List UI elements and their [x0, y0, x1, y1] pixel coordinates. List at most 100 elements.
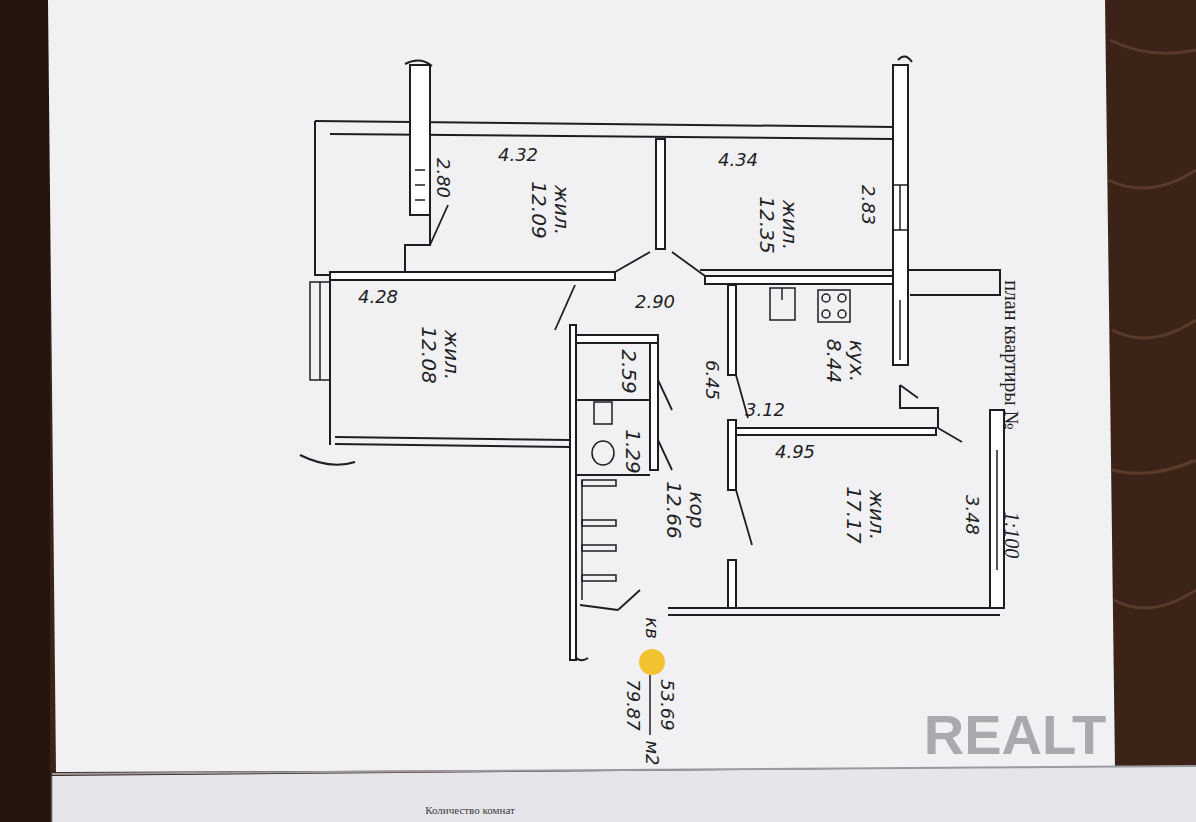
thick-wall [576, 335, 658, 343]
fixture [592, 441, 614, 465]
room-area-value: 12.09 [527, 181, 550, 238]
fixture [582, 575, 616, 581]
paper-sheet [48, 0, 1115, 772]
window-mark [899, 185, 901, 230]
window-mark [899, 300, 901, 360]
fixture [781, 288, 783, 300]
room-name: жил. [778, 200, 801, 250]
thick-wall [410, 65, 430, 215]
room-area-value: 1.29 [621, 429, 644, 474]
wall [300, 56, 1000, 660]
fraction-line [649, 675, 651, 735]
wall [300, 455, 355, 465]
wall [668, 614, 1000, 616]
dimension-label: 2.90 [635, 292, 675, 312]
fixture [582, 520, 616, 526]
dimension-label: 6.45 [702, 360, 722, 400]
wall [668, 607, 1000, 609]
door-leaf [900, 385, 918, 398]
room-area: кор12.66 [645, 470, 725, 550]
plan-title: план квартиры № [1001, 280, 1023, 430]
dimension-label: 3.48 [962, 495, 982, 535]
door-leaf [658, 380, 672, 410]
fixture [818, 290, 850, 322]
window-mark [996, 450, 998, 570]
desk-surface [1108, 40, 1196, 608]
room-name: кух. [845, 340, 868, 382]
thick-wall [705, 276, 900, 284]
door-leaf [658, 440, 672, 470]
wall [576, 399, 650, 401]
fixture [594, 402, 612, 424]
paper-sheet [48, 0, 1196, 822]
dimension-label: 3.12 [745, 400, 785, 420]
thick-wall [728, 560, 736, 608]
form-field-label: Количество комнат [425, 804, 515, 816]
thick-wall [736, 428, 936, 435]
fixture [582, 288, 850, 600]
door-leaf [736, 490, 752, 545]
desk-surface [0, 0, 50, 822]
dimension-label: 4.28 [358, 287, 398, 307]
window-mark [415, 199, 425, 201]
room-area-value: 12.35 [755, 196, 778, 253]
fixture [822, 294, 830, 302]
watermark: REALT [924, 704, 1107, 766]
room-text-group: 2.59 [617, 349, 640, 394]
fixture [770, 288, 795, 320]
room-area: кух.8.44 [800, 332, 890, 390]
dimension-label: 2.83 [858, 185, 878, 225]
room-text-group: жил.17.17 [842, 486, 888, 543]
fixture [838, 310, 846, 318]
door-leaf [555, 285, 575, 330]
fraction-line [649, 675, 651, 735]
door-leaf [430, 205, 962, 610]
scale-label: 1:100 [1001, 512, 1023, 559]
fixture [582, 545, 616, 551]
window-mark [415, 184, 425, 186]
wall [900, 385, 938, 428]
thick-wall [570, 325, 576, 660]
dimension-label: 4.32 [498, 145, 538, 165]
room-text-group: жил.12.08 [417, 326, 463, 383]
room-area-value: 17.17 [842, 486, 865, 543]
thick-wall [728, 420, 736, 490]
wall [315, 121, 330, 275]
dimension-label: 4.34 [718, 150, 758, 170]
room-text-group: кор12.66 [662, 481, 708, 538]
window-mark [310, 170, 997, 570]
window-mark [319, 282, 321, 380]
room-text-group: кух.8.44 [822, 339, 868, 384]
fixture [582, 480, 616, 486]
room-area: жил.12.35 [728, 180, 828, 270]
wall [315, 121, 895, 127]
area-label: 53.69 [657, 679, 677, 731]
room-text-group: жил.12.35 [755, 196, 801, 253]
thick-wall [990, 410, 1004, 608]
window-mark [893, 184, 908, 186]
dimension-label: 2.80 [433, 158, 453, 198]
paper-sheet [52, 776, 53, 822]
paper-sheet [52, 766, 1196, 774]
room-area: жил.17.17 [815, 470, 915, 560]
room-name: кор [685, 491, 708, 528]
door-leaf [615, 252, 650, 272]
room-area: жил.12.08 [390, 310, 490, 400]
window-mark [310, 282, 330, 380]
fixture [838, 294, 846, 302]
room-text-group: жил.12.09 [527, 181, 573, 238]
room-area-value: 12.66 [662, 481, 685, 538]
door-leaf [938, 428, 962, 442]
thick-wall [893, 65, 908, 365]
window-mark [893, 229, 908, 231]
wall [898, 56, 912, 62]
wall [576, 474, 650, 476]
room-name: жил. [865, 490, 888, 540]
room-area: 2.59 [606, 344, 650, 398]
thick-wall [330, 272, 615, 280]
room-text-group: 1.29 [621, 429, 644, 474]
room-area: 1.29 [614, 425, 650, 478]
